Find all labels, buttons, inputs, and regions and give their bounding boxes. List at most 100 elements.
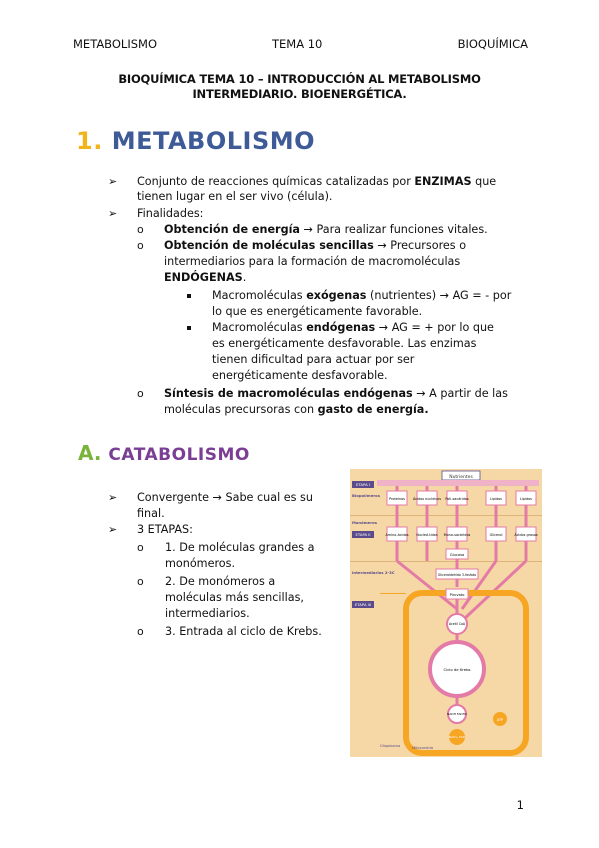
title-line-2: INTERMEDIARIO. BIOENERGÉTICA. — [192, 87, 407, 101]
box-label: Ácidos grasos — [514, 532, 538, 537]
nad-label: NAD+ FAD — [449, 735, 466, 739]
arrow-bullet-icon: ➢ — [108, 207, 118, 220]
text-line: es energéticamente desfavorable. Las enz… — [212, 337, 477, 350]
cytoplasm-label: Citoplasma — [380, 744, 400, 748]
text-line: intermediarios para la formación de macr… — [164, 255, 461, 268]
section-title: METABOLISMO — [111, 127, 316, 155]
text-bold: Obtención de energía — [164, 223, 300, 236]
monomer-boxes: Amino-ácidos Nucleó-tidos Mono-sacáridos… — [386, 526, 538, 542]
text-line: energéticamente desfavorable. — [212, 369, 388, 382]
glucose-box — [445, 548, 469, 560]
box — [416, 490, 438, 506]
atp-label: ATP — [497, 718, 503, 722]
box-label: Nucleó-tidos — [416, 533, 437, 537]
text-line: Conjunto de reacciones químicas cataliza… — [137, 174, 496, 189]
biopolymer-boxes: Proteínas Ácidos nucleicos Poli-sacárido… — [386, 490, 537, 506]
box-label: Amino-ácidos — [386, 533, 409, 537]
box-label: Glicerol — [490, 533, 503, 537]
stage-1-label: ETAPA I — [356, 482, 370, 487]
text-line: 1. De moléculas grandes a — [165, 541, 315, 554]
text-run: que — [471, 175, 497, 188]
box-label: Poli-sacáridos — [445, 497, 468, 501]
text-line: Convergente → Sabe cual es su — [137, 491, 313, 504]
text-line: Macromoléculas endógenas → AG = + por lo… — [212, 320, 494, 335]
nadh-label: NADH FADH2 — [447, 712, 467, 716]
text-run: Macromoléculas — [212, 289, 307, 302]
text-line: 2. De monómeros a — [165, 575, 276, 588]
circle-bullet-icon: o — [137, 625, 144, 638]
monomers-label: Monómeros — [352, 520, 378, 525]
mitochondria-label: Mitocondria — [412, 746, 433, 750]
stage-2-label: ETAPA II — [355, 532, 370, 537]
text-run: (nutrientes) → AG = - por — [366, 289, 512, 302]
text-bold: exógenas — [306, 289, 367, 302]
header-right: BIOQUÍMICA — [457, 37, 528, 51]
circle-bullet-icon: o — [137, 239, 144, 252]
stage-badge — [352, 601, 374, 608]
text-line: Síntesis de macromoléculas endógenas → A… — [164, 386, 508, 401]
box — [386, 490, 408, 506]
box — [485, 490, 507, 506]
text-line: 3. Entrada al ciclo de Krebs. — [165, 625, 322, 638]
section-heading-metabolismo: 1. METABOLISMO — [76, 127, 315, 155]
text-line: Obtención de moléculas sencillas → Precu… — [164, 238, 466, 253]
text-line: ENDÓGENAS. — [164, 270, 246, 285]
text-run: → Para realizar funciones vitales. — [299, 223, 488, 236]
text-run: → A partir de las — [412, 387, 508, 400]
section-letter: A. — [78, 441, 102, 465]
title-line-1: BIOQUÍMICA TEMA 10 – INTRODUCCIÓN AL MET… — [118, 72, 481, 86]
box — [446, 490, 468, 506]
text-line: intermediarios. — [165, 607, 250, 620]
text-bold: endógenas — [306, 321, 376, 334]
text-bold: Obtención de moléculas sencillas — [164, 239, 374, 252]
text-line: lo que es energéticamente favorable. — [212, 305, 423, 318]
document-title: BIOQUÍMICA TEMA 10 – INTRODUCCIÓN AL MET… — [0, 72, 599, 102]
section-heading-catabolismo: A. CATABOLISMO — [78, 441, 250, 465]
text-line: 3 ETAPAS: — [137, 523, 193, 536]
arrow-bullet-icon: ➢ — [108, 175, 118, 188]
text-bold: ENDÓGENAS — [164, 271, 243, 284]
circle-bullet-icon: o — [137, 575, 144, 588]
nutrients-band — [377, 480, 539, 486]
text-line: monómeros. — [165, 557, 236, 570]
text-line: final. — [137, 507, 165, 520]
stage-badge — [352, 531, 374, 538]
box-label: Lípidos — [490, 497, 502, 501]
section-number: 1. — [76, 127, 103, 155]
text-line: tienen dificultad para actuar por ser — [212, 353, 415, 366]
text-run: moléculas precursoras con — [164, 403, 318, 416]
header-center: TEMA 10 — [272, 37, 323, 51]
box — [416, 526, 438, 542]
text-bold: gasto de energía. — [317, 403, 429, 416]
circle-bullet-icon: o — [137, 541, 144, 554]
box-label: Proteínas — [389, 497, 405, 501]
text-run: Conjunto de reacciones químicas cataliza… — [137, 175, 415, 188]
divider — [350, 515, 542, 516]
glucose-label: Glucosa — [450, 553, 464, 557]
text-line: Obtención de energía → Para realizar fun… — [164, 222, 488, 237]
arrow-bullet-icon: ➢ — [108, 523, 118, 536]
diagram-background — [350, 469, 542, 757]
box-label: Mono-sacáridos — [444, 533, 471, 537]
box — [386, 526, 408, 542]
catabolism-diagram-svg: Nutrientes ETAPA I ETAPA II ETAPA III Bi… — [350, 469, 542, 757]
g3p-label: Gliceraldehído 3-fosfato — [438, 573, 476, 577]
text-run: Macromoléculas — [212, 321, 307, 334]
header-left: METABOLISMO — [73, 37, 157, 51]
box-label: Ácidos nucleicos — [413, 496, 441, 501]
text-run: → AG = + por lo que — [375, 321, 494, 334]
text-line: Macromoléculas exógenas (nutrientes) → A… — [212, 288, 511, 303]
text-bold: ENZIMAS — [414, 175, 472, 188]
text-line: moléculas precursoras con gasto de energ… — [164, 402, 429, 417]
box-label: Lípidos — [520, 497, 532, 501]
square-bullet-icon — [187, 326, 191, 330]
acetyl-coa-label: Acetil CoA — [449, 622, 466, 626]
pyruvate-label: Piruvato — [450, 593, 465, 597]
page-number: 1 — [516, 798, 524, 812]
catabolism-diagram: Nutrientes ETAPA I ETAPA II ETAPA III Bi… — [350, 469, 542, 757]
intermediates-label: Intermediarios 2-3C — [352, 570, 395, 575]
stage-3-label: ETAPA III — [355, 602, 371, 607]
divider — [380, 593, 406, 594]
box — [515, 526, 537, 542]
krebs-label: Ciclo de Krebs — [443, 667, 470, 672]
